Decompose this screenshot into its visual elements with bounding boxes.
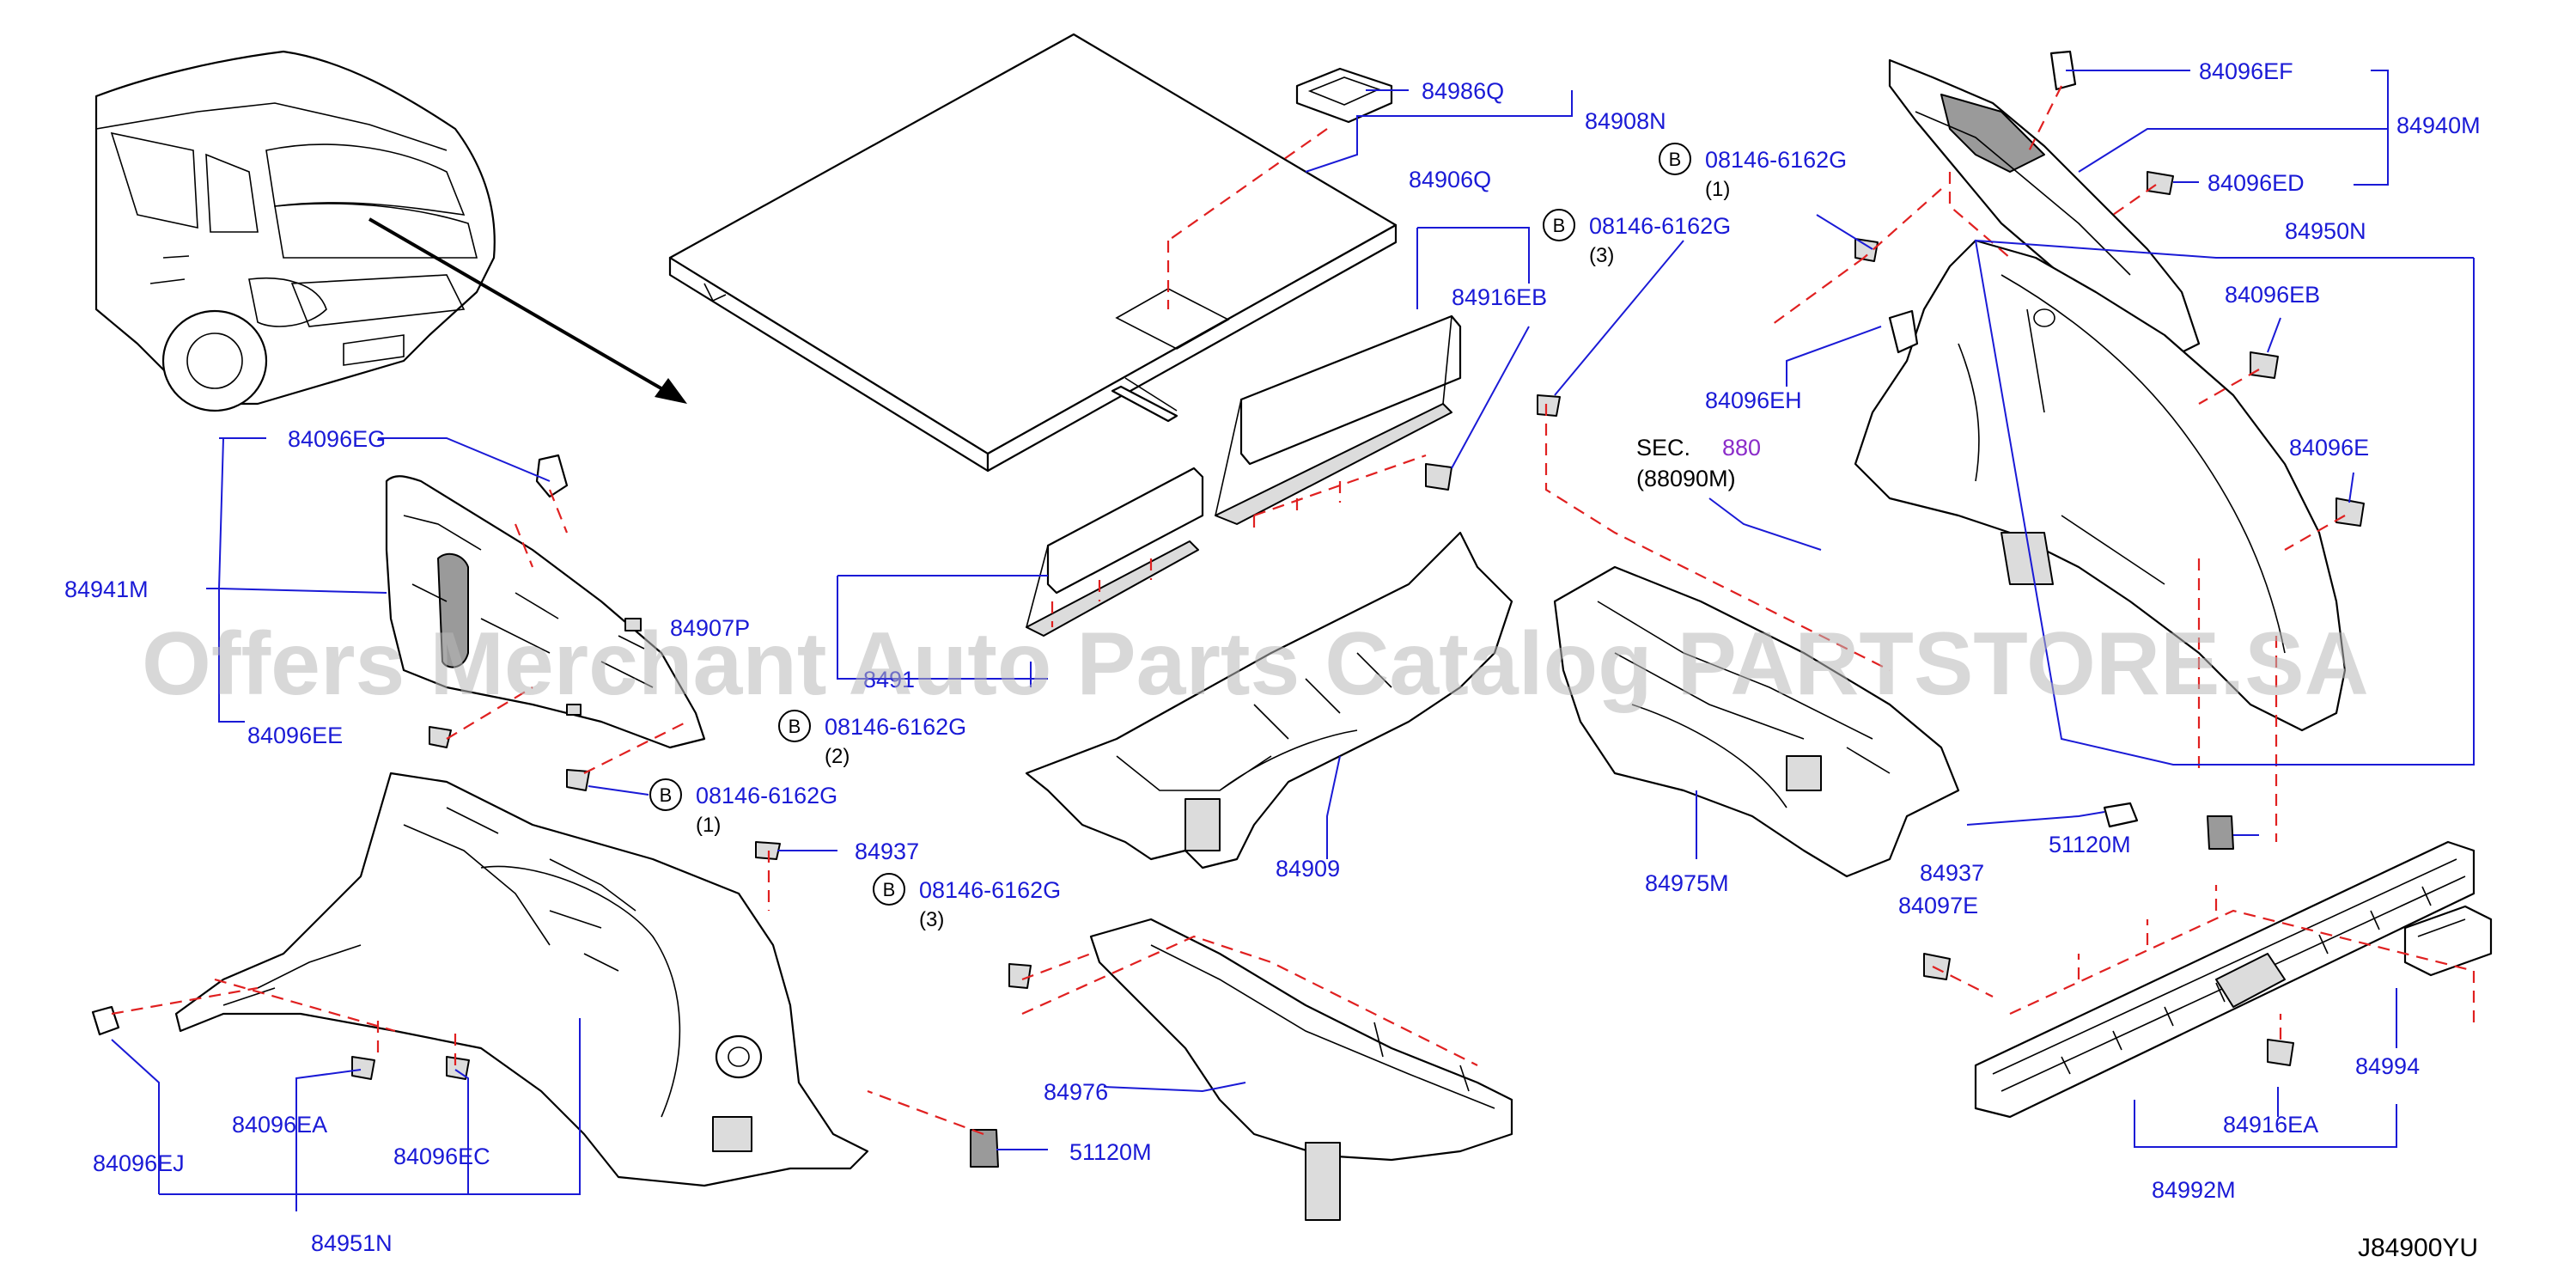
bolt-symbol-group: B B B B B	[649, 143, 1691, 906]
label-84096EB[interactable]: 84096EB	[2225, 282, 2320, 308]
installation-dashes	[111, 85, 2476, 1136]
label-84096ED[interactable]: 84096ED	[2208, 170, 2305, 196]
bolt-symbol-1: B	[1659, 143, 1691, 175]
bolt-part-4[interactable]: 08146-6162G	[696, 783, 837, 808]
watermark: Offers Merchant Auto Parts Catalog PARTS…	[142, 614, 2369, 714]
bolt-symbol-3: B	[778, 710, 811, 742]
clip-84096E-icon	[2335, 497, 2365, 527]
clip-51120M-right-icon	[2207, 815, 2234, 850]
label-84916EB[interactable]: 84916EB	[1452, 284, 1547, 310]
clip-84916EA-icon	[2267, 1039, 2294, 1066]
bolt-icon-left	[566, 769, 590, 791]
label-84916EA[interactable]: 84916EA	[2223, 1112, 2318, 1138]
clip-84096EA-icon	[351, 1056, 375, 1080]
bolt-icon-right	[1854, 238, 1879, 262]
label-84097E[interactable]: 84097E	[1898, 893, 1978, 918]
label-8491[interactable]: 8491	[863, 667, 915, 692]
bolt-qty-4: (1)	[696, 814, 721, 837]
label-84096EA[interactable]: 84096EA	[232, 1112, 327, 1138]
label-84975M[interactable]: 84975M	[1645, 870, 1729, 896]
label-51120M-lower[interactable]: 51120M	[1069, 1139, 1152, 1165]
label-84096EJ[interactable]: 84096EJ	[93, 1150, 185, 1176]
sec-prefix: SEC.	[1636, 435, 1690, 461]
bolt-part-3[interactable]: 08146-6162G	[825, 714, 966, 740]
clip-84096EC-icon	[446, 1056, 470, 1080]
label-84940M[interactable]: 84940M	[2396, 113, 2481, 138]
part-labels: 84986Q 84908N 84906Q 84916EB 08146-6162G…	[64, 58, 2481, 1256]
drawing-code: J84900YU	[2358, 1234, 2478, 1262]
bolt-qty-1: (1)	[1705, 178, 1730, 201]
part-84908N-floor-board	[668, 33, 1398, 473]
svg-text:B: B	[789, 716, 801, 737]
bolt-qty-3: (2)	[825, 745, 850, 768]
clip-84097E-icon	[1923, 953, 1951, 980]
part-84951N-trim	[174, 772, 869, 1187]
label-51120M-right[interactable]: 51120M	[2049, 832, 2131, 857]
part-84941M-trim	[385, 475, 706, 749]
bolt-part-2[interactable]: 08146-6162G	[1589, 213, 1731, 239]
svg-text:B: B	[1669, 149, 1682, 170]
label-84907P[interactable]: 84907P	[670, 615, 750, 641]
vehicle-illustration	[94, 50, 496, 412]
clip-84096EB-icon	[2250, 351, 2279, 379]
sec-sub: (88090M)	[1636, 466, 1736, 491]
clip-84096ED-icon	[2147, 171, 2174, 195]
label-84906Q[interactable]: 84906Q	[1409, 167, 1491, 192]
part-84986Q-lid	[1295, 67, 1393, 124]
label-84096EH[interactable]: 84096EH	[1705, 387, 1802, 413]
svg-text:B: B	[1553, 215, 1566, 236]
label-84941M[interactable]: 84941M	[64, 576, 149, 602]
label-84986Q[interactable]: 84986Q	[1422, 78, 1504, 104]
part-84940M-trim	[1888, 58, 2201, 363]
label-84951N[interactable]: 84951N	[311, 1230, 393, 1256]
part-84976-trim	[1089, 918, 1513, 1221]
leader-lines	[111, 70, 2475, 1211]
clip-84937-right-icon	[2103, 802, 2139, 828]
bolt-part-5[interactable]: 08146-6162G	[919, 877, 1061, 903]
bolt-symbol-5: B	[873, 873, 905, 906]
clip-84096EG-icon	[535, 454, 569, 498]
clip-51120M-lower-icon	[970, 1129, 999, 1168]
bolt-qty-2: (3)	[1589, 244, 1614, 267]
bolt-icon-center	[1008, 963, 1032, 989]
bolt-symbol-2: B	[1543, 209, 1575, 241]
clip-84096EJ-icon	[91, 1005, 120, 1036]
part-84992M-sill-plate	[1974, 840, 2476, 1119]
part-84994-pad	[2403, 905, 2493, 977]
clip-84096EE-icon	[429, 726, 452, 748]
bolt-part-1[interactable]: 08146-6162G	[1705, 147, 1847, 173]
label-84096EE[interactable]: 84096EE	[247, 723, 343, 748]
label-84992M[interactable]: 84992M	[2152, 1177, 2236, 1203]
bolt-qty-5: (3)	[919, 908, 944, 931]
clip-84096EF-icon	[2049, 50, 2077, 91]
part-84950N-trim	[1854, 239, 2347, 732]
label-84909[interactable]: 84909	[1276, 856, 1340, 882]
view-arrow-head	[655, 378, 687, 404]
label-84096E[interactable]: 84096E	[2289, 435, 2369, 461]
label-84937-right[interactable]: 84937	[1920, 860, 1984, 886]
clip-84916EB-icon	[1425, 463, 1452, 491]
label-84994[interactable]: 84994	[2355, 1053, 2420, 1079]
label-84096EG[interactable]: 84096EG	[288, 426, 386, 452]
label-84096EC[interactable]: 84096EC	[393, 1144, 490, 1169]
svg-text:B: B	[883, 879, 896, 900]
bolt-icon-upper	[1537, 394, 1561, 417]
bolt-symbol-4: B	[649, 778, 682, 811]
label-84908N[interactable]: 84908N	[1585, 108, 1666, 134]
sec-number-link[interactable]: 880	[1722, 435, 1761, 461]
part-84906Q-panel	[1215, 314, 1462, 525]
svg-text:B: B	[660, 784, 673, 806]
label-84950N[interactable]: 84950N	[2285, 218, 2366, 244]
clip-84096EH-icon	[1888, 309, 1919, 354]
view-arrow	[368, 217, 672, 395]
part-84907P-panel	[1026, 467, 1204, 637]
part-84975M-trim	[1553, 565, 1960, 878]
label-84976[interactable]: 84976	[1044, 1079, 1108, 1105]
label-84937-left[interactable]: 84937	[855, 839, 919, 864]
label-84096EF[interactable]: 84096EF	[2199, 58, 2293, 84]
